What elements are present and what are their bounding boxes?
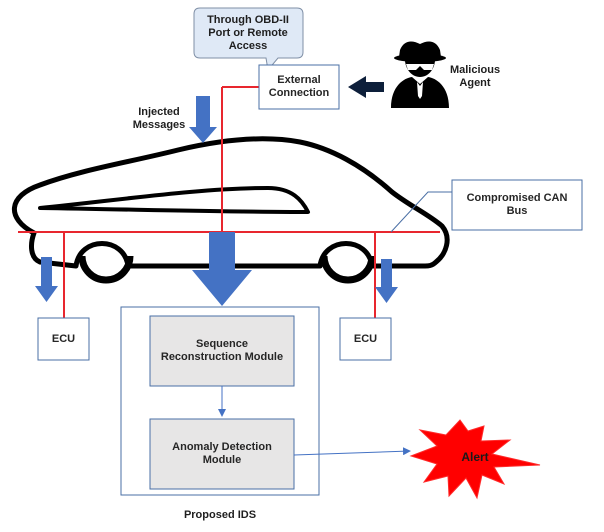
car-window: [38, 186, 310, 214]
ecu-left-arrow-icon: [35, 257, 58, 302]
alert-starburst: [409, 419, 541, 500]
ids-caption: Proposed IDS: [183, 508, 257, 521]
agent-arrow-icon: [348, 76, 384, 98]
anomaly-to-alert-arrow: [293, 447, 411, 456]
callout-bubble: [193, 7, 304, 72]
anomaly-module-box: [149, 418, 295, 490]
alert-label: Alert: [461, 449, 489, 464]
injected-messages-label: Injected Messages: [132, 106, 186, 131]
malicious-agent-label: Malicious Agent: [449, 64, 501, 89]
compromised-bus-label: Compromised CAN Bus: [466, 192, 568, 217]
external-connection-label: External Connection: [268, 74, 330, 99]
sequence-module-box: [149, 315, 295, 387]
external-connection-box: [258, 64, 340, 110]
ids-input-arrow-icon: [192, 232, 252, 306]
callout-text: Through OBD-II Port or Remote Access: [207, 13, 289, 52]
anomaly-module-label: Anomaly Detection Module: [172, 441, 272, 466]
ecu-right-arrow-icon: [375, 259, 398, 303]
wheel-rear: [320, 255, 376, 284]
sequence-module-label: Sequence Reconstruction Module: [160, 338, 284, 363]
ecu-right-box: [339, 317, 392, 361]
spy-icon: [391, 41, 449, 108]
bus-leader-line: [390, 191, 452, 233]
compromised-bus-box: [451, 179, 583, 231]
wheel-front: [78, 255, 134, 284]
injected-arrow-icon: [189, 96, 217, 143]
ecu-left-box: [37, 317, 90, 361]
ecu-left-label: ECU: [51, 332, 76, 345]
ecu-right-label: ECU: [353, 332, 378, 345]
